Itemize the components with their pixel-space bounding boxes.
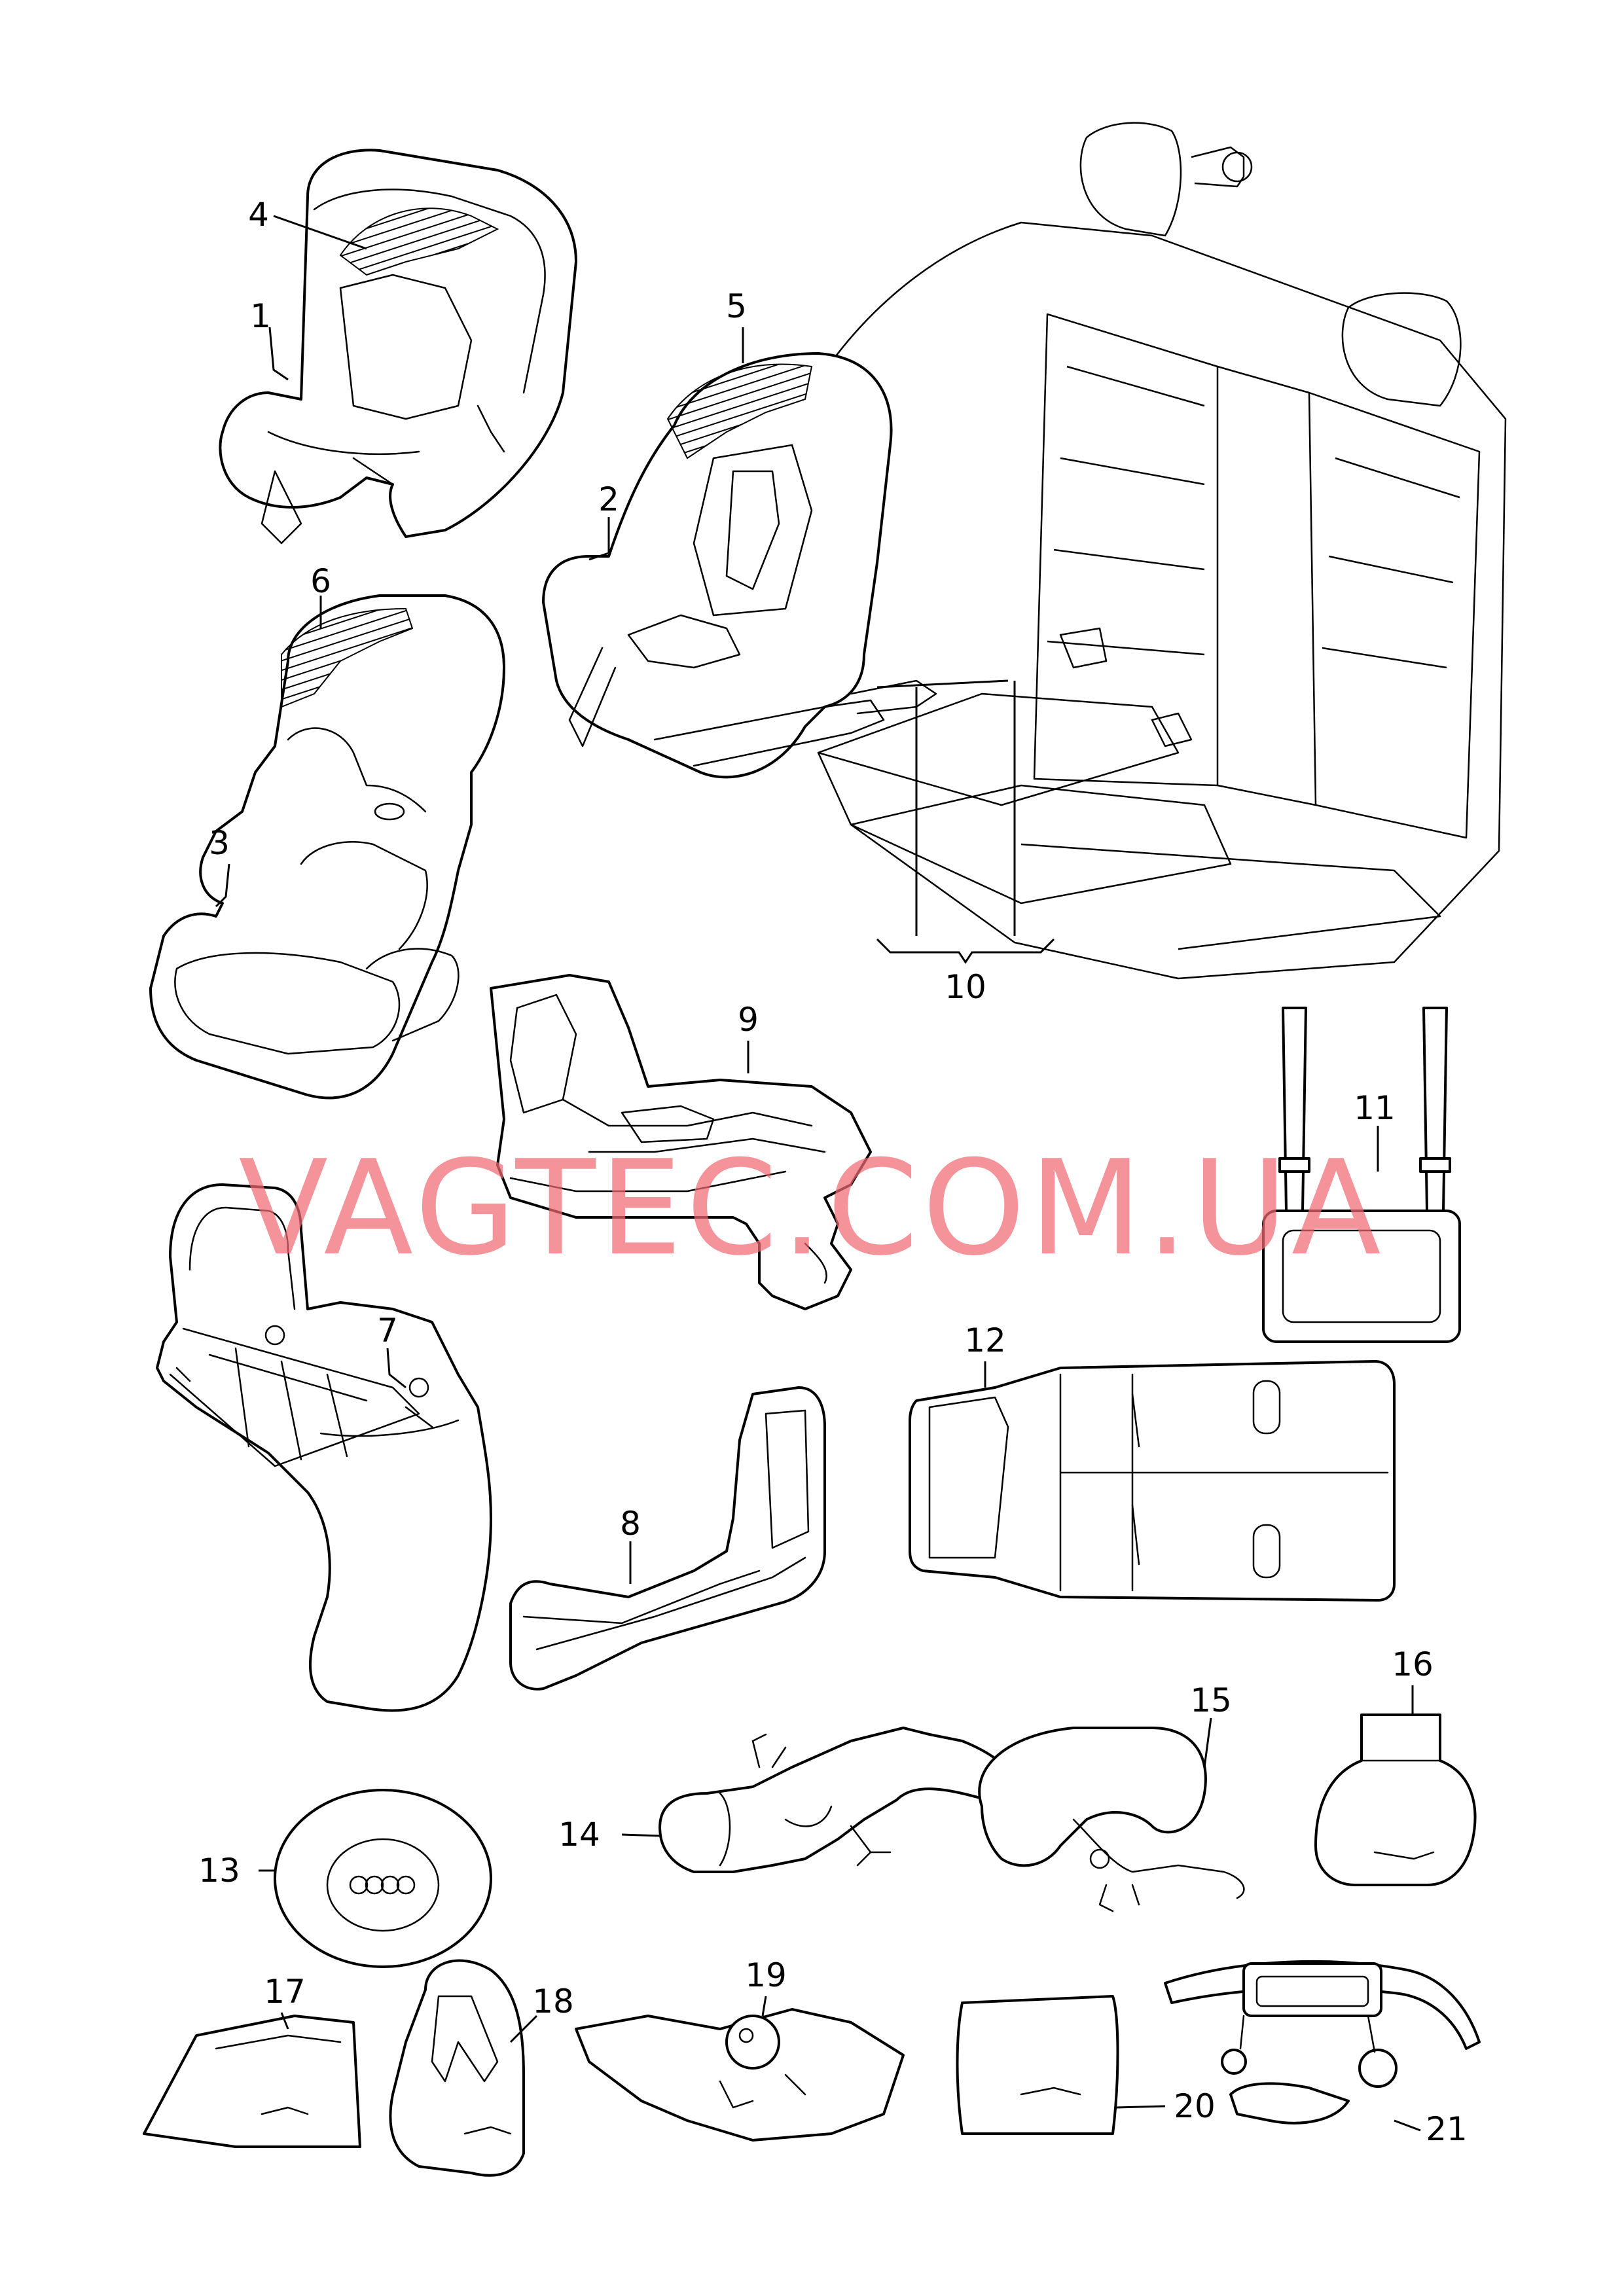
booster-seat-illustration (149, 594, 505, 1100)
leader-17 (280, 2012, 289, 2030)
leader-10 (876, 681, 1055, 964)
blanket-illustration (143, 2015, 361, 2148)
part-label-16: 16 (1392, 1645, 1434, 1683)
steering-wheel-toy-illustration (274, 1789, 492, 1968)
part-label-19: 19 (745, 1956, 787, 1994)
part-label-9: 9 (738, 1001, 759, 1039)
part-label-6: 6 (310, 562, 331, 600)
part-label-15: 15 (1190, 1681, 1232, 1719)
side-protection-panel-illustration (509, 1386, 826, 1691)
part-label-2: 2 (598, 480, 619, 518)
part-label-14: 14 (558, 1816, 600, 1854)
part-label-5: 5 (726, 287, 747, 325)
leader-14 (621, 1833, 662, 1837)
leader-15 (1203, 1717, 1212, 1768)
comforter-toy-illustration (575, 2008, 905, 2142)
part-label-10: 10 (945, 968, 986, 1006)
salamander-plush-illustration (659, 1727, 1022, 1873)
pouch-bag-illustration (1314, 1713, 1477, 1886)
part-label-4: 4 (248, 196, 269, 234)
part-label-17: 17 (264, 1973, 306, 2011)
part-label-1: 1 (250, 297, 271, 335)
leader-21 (1394, 2119, 1421, 2132)
part-label-13: 13 (198, 1852, 240, 1890)
leader-1 (268, 327, 289, 381)
part-label-20: 20 (1174, 2087, 1216, 2125)
toy-bar-illustration (1164, 1960, 1481, 2125)
neck-pillow-illustration (978, 1727, 1245, 1912)
child-seat-illustration (542, 352, 1009, 779)
part-label-21: 21 (1426, 2110, 1468, 2148)
isofix-base-illustration (490, 974, 872, 1310)
part-label-3: 3 (209, 824, 230, 862)
leader-7 (386, 1348, 406, 1389)
leader-lines (215, 215, 1421, 2132)
part-labels: 4 1 5 2 6 3 10 9 11 7 12 8 16 15 14 13 1… (198, 196, 1468, 2148)
infant-carrier-illustration (219, 149, 577, 545)
leader-20 (1115, 2105, 1166, 2109)
seat-protector-mat-illustration (909, 1360, 1396, 1602)
storage-bag-illustration (1262, 1007, 1461, 1343)
leader-18 (509, 2015, 538, 2043)
part-label-18: 18 (532, 1982, 574, 2020)
rear-bench-seat-illustration (817, 122, 1507, 980)
leader-2 (588, 517, 610, 561)
sleeping-bag-illustration (389, 1959, 525, 2177)
part-label-12: 12 (964, 1321, 1006, 1359)
leader-19 (761, 1996, 767, 2017)
watermark-text: VAGTEC.COM.UA (238, 1132, 1384, 1285)
leader-4 (273, 215, 367, 250)
part-label-11: 11 (1354, 1089, 1396, 1127)
leader-3 (215, 863, 230, 908)
part-label-8: 8 (620, 1505, 641, 1543)
part-label-7: 7 (377, 1312, 398, 1350)
isofix-frame-illustration (156, 1183, 492, 1712)
cushion-illustration (956, 1995, 1119, 2135)
